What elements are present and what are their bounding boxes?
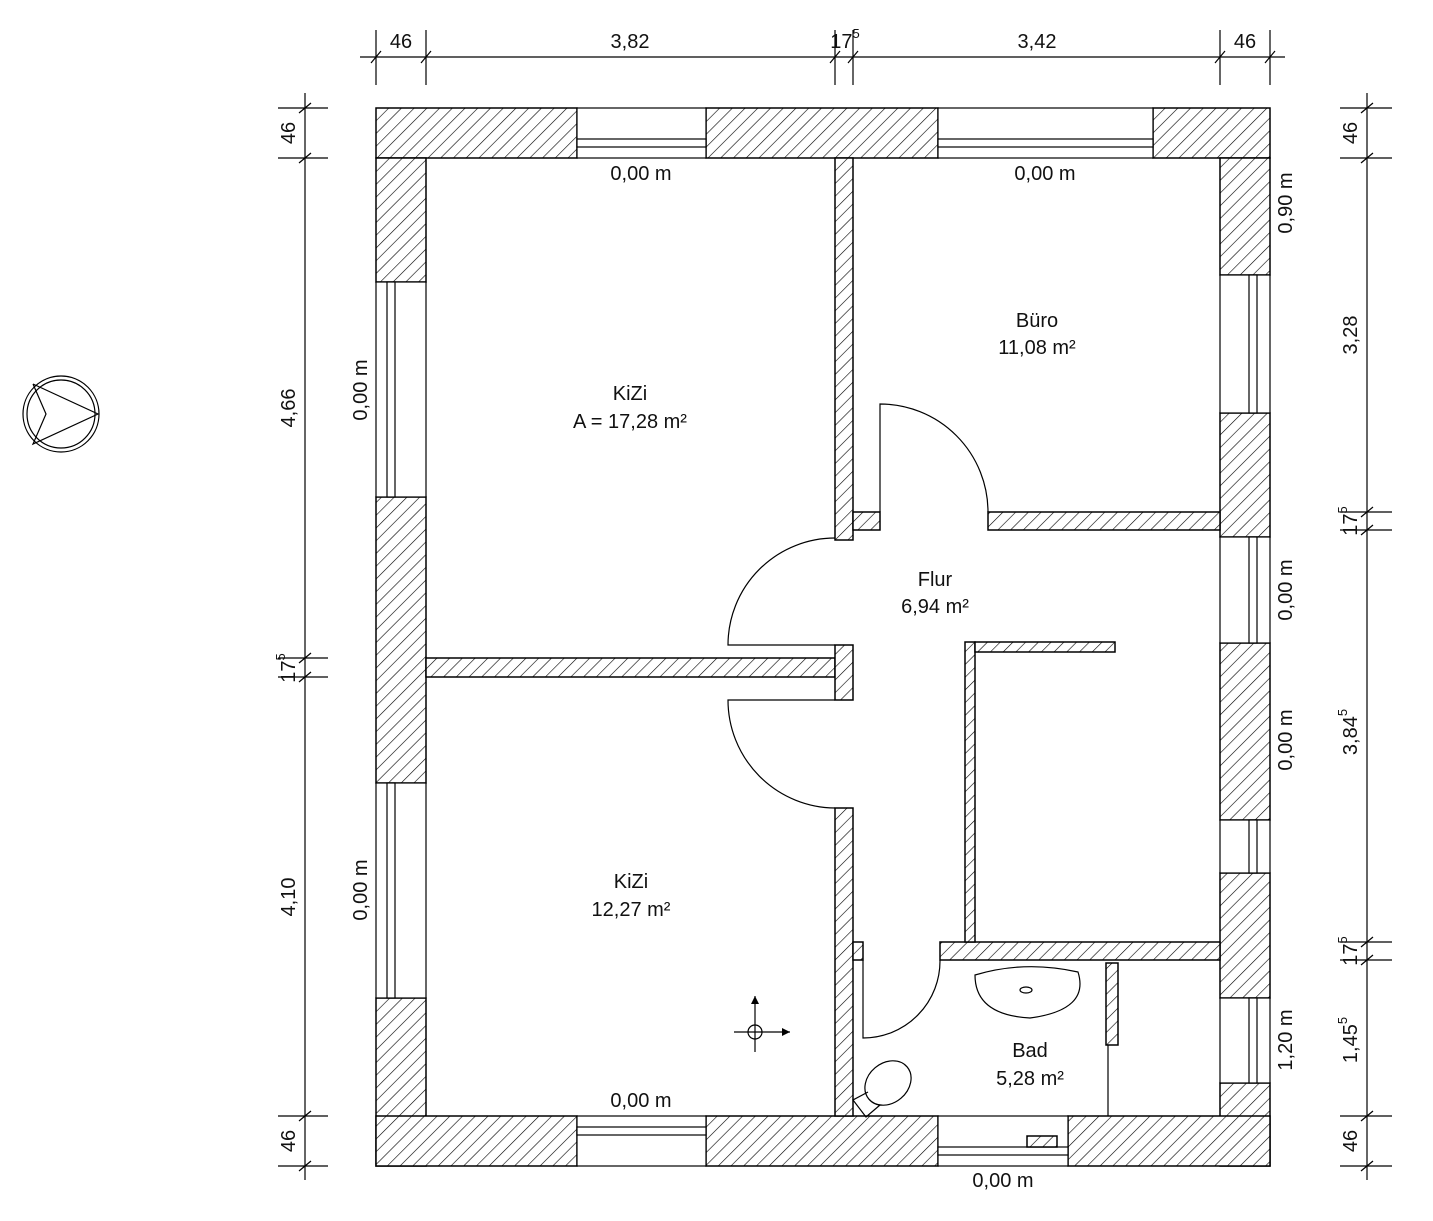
dimension-value: 3,42	[1018, 31, 1057, 53]
interior-walls	[425, 157, 1221, 1117]
room-name: KiZi	[613, 383, 647, 405]
window-label: 0,00 m	[972, 1170, 1033, 1192]
room-name: Bad	[1012, 1040, 1048, 1062]
dimension-tick	[1360, 936, 1374, 948]
window-label: 1,20 m	[1275, 1009, 1297, 1070]
dimension-tick	[1360, 102, 1374, 114]
room-area: 12,27 m²	[592, 899, 671, 921]
window-labels: 0,00 m 0,00 m 0,00 m 0,00 m 0,90 m 0,00 …	[350, 163, 1297, 1192]
dimension-value: 175	[273, 653, 300, 682]
dimension-tick	[1360, 152, 1374, 164]
dimension-tick	[298, 1110, 312, 1122]
north-arrow-icon	[22, 375, 100, 453]
window-label: 0,00 m	[610, 1090, 671, 1112]
toilet-icon	[852, 1060, 912, 1118]
outer-walls	[375, 107, 1271, 1167]
dimension-tick	[1360, 1160, 1374, 1172]
dimension-value: 3,28	[1340, 316, 1362, 355]
dimension-tick	[1214, 50, 1226, 64]
room-area: 11,08 m²	[998, 337, 1076, 359]
dimension-value: 46	[1340, 1130, 1362, 1152]
dimension-value: 4,66	[278, 389, 300, 428]
dimension-tick	[1360, 506, 1374, 518]
window-label: 0,90 m	[1275, 172, 1297, 233]
washbasin-icon	[974, 966, 1081, 1019]
room-name: Büro	[1016, 310, 1058, 332]
dimension-top: 46 3,82 175 3,42 46	[360, 26, 1285, 85]
dimension-value: 175	[1335, 506, 1362, 535]
dimension-value: 3,82	[611, 31, 650, 53]
dimension-value: 46	[1234, 31, 1256, 53]
dimension-tick	[298, 671, 312, 683]
window-label: 0,00 m	[350, 359, 372, 420]
window-label: 0,00 m	[1275, 709, 1297, 770]
room-name: KiZi	[614, 871, 648, 893]
dimension-tick	[1360, 524, 1374, 536]
dimension-value: 175	[1335, 936, 1362, 965]
windows	[375, 107, 1271, 1167]
dimension-tick	[298, 1160, 312, 1172]
doors	[727, 403, 989, 1039]
window-label: 0,00 m	[610, 163, 671, 185]
dimension-tick	[1264, 50, 1276, 64]
room-area: A = 17,28 m²	[573, 411, 687, 433]
dimension-value: 46	[1340, 122, 1362, 144]
window-label: 0,00 m	[1014, 163, 1075, 185]
room-area: 5,28 m²	[996, 1068, 1064, 1090]
dimension-value: 3,845	[1335, 709, 1362, 755]
dimension-tick	[370, 50, 382, 64]
dimension-tick	[1360, 1110, 1374, 1122]
dimension-value: 175	[830, 26, 859, 53]
dimension-value: 4,10	[278, 878, 300, 917]
window-label: 0,00 m	[350, 859, 372, 920]
dimension-tick	[420, 50, 432, 64]
window-label: 0,00 m	[1275, 559, 1297, 620]
dimension-value: 1,455	[1335, 1017, 1362, 1063]
room-area: 6,94 m²	[901, 596, 969, 618]
room-name: Flur	[918, 569, 953, 591]
room-labels: KiZi A = 17,28 m² Büro 11,08 m² Flur 6,9…	[573, 310, 1076, 1090]
dimension-tick	[298, 102, 312, 114]
dimension-tick	[847, 50, 859, 64]
origin-crosshair-icon	[734, 996, 790, 1052]
dimension-value: 46	[278, 122, 300, 144]
dimension-value: 46	[278, 1130, 300, 1152]
dimension-value: 46	[390, 31, 412, 53]
dimension-tick	[1360, 954, 1374, 966]
dimension-right: 46 3,28 175 3,845 175 1,455 46	[1335, 93, 1392, 1180]
dimension-left: 46 4,66 175 4,10 46	[273, 93, 328, 1180]
dimension-tick	[298, 152, 312, 164]
dimension-tick	[298, 652, 312, 664]
dimension-tick	[829, 50, 841, 64]
